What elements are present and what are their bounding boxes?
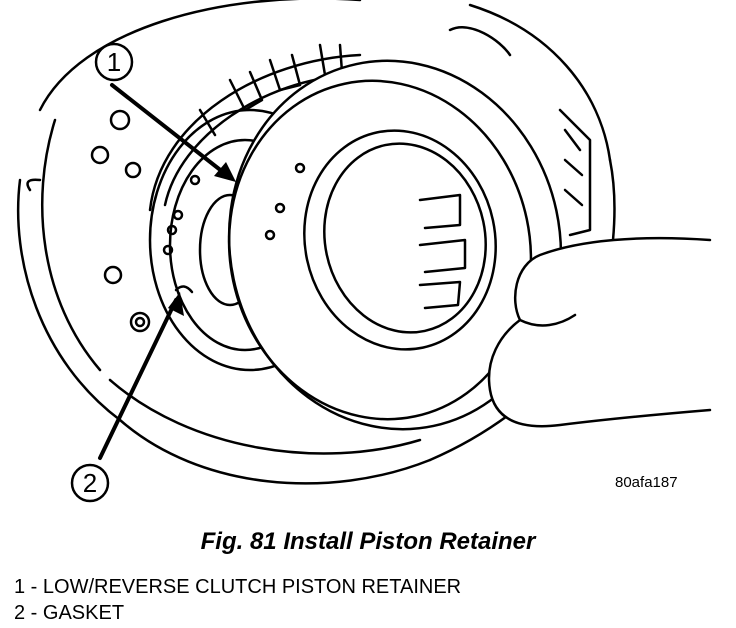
clutch-hub: [148, 26, 592, 237]
hand: [487, 236, 712, 428]
image-code: 80afa187: [615, 474, 678, 491]
leader-arrows: [98, 83, 230, 460]
arrowhead-2: [168, 292, 184, 316]
legend: 1 - LOW/REVERSE CLUTCH PISTON RETAINER 2…: [14, 574, 461, 626]
figure-caption: Fig. 81 Install Piston Retainer: [200, 528, 536, 555]
callout-circle-1: [94, 42, 134, 82]
callout-number-1: 1: [107, 47, 121, 77]
legend-item-2: 2 - GASKET: [14, 602, 125, 624]
piston-retainer: [227, 59, 563, 431]
case-bolt-holes: [90, 109, 151, 333]
legend-item-1: 1 - LOW/REVERSE CLUTCH PISTON RETAINER: [14, 576, 462, 598]
callout-number-2: 2: [83, 468, 97, 498]
arrowhead-1: [214, 162, 236, 182]
piston-retainer-illustration: 1 2: [16, 0, 712, 503]
callout-circle-2: [70, 463, 110, 503]
